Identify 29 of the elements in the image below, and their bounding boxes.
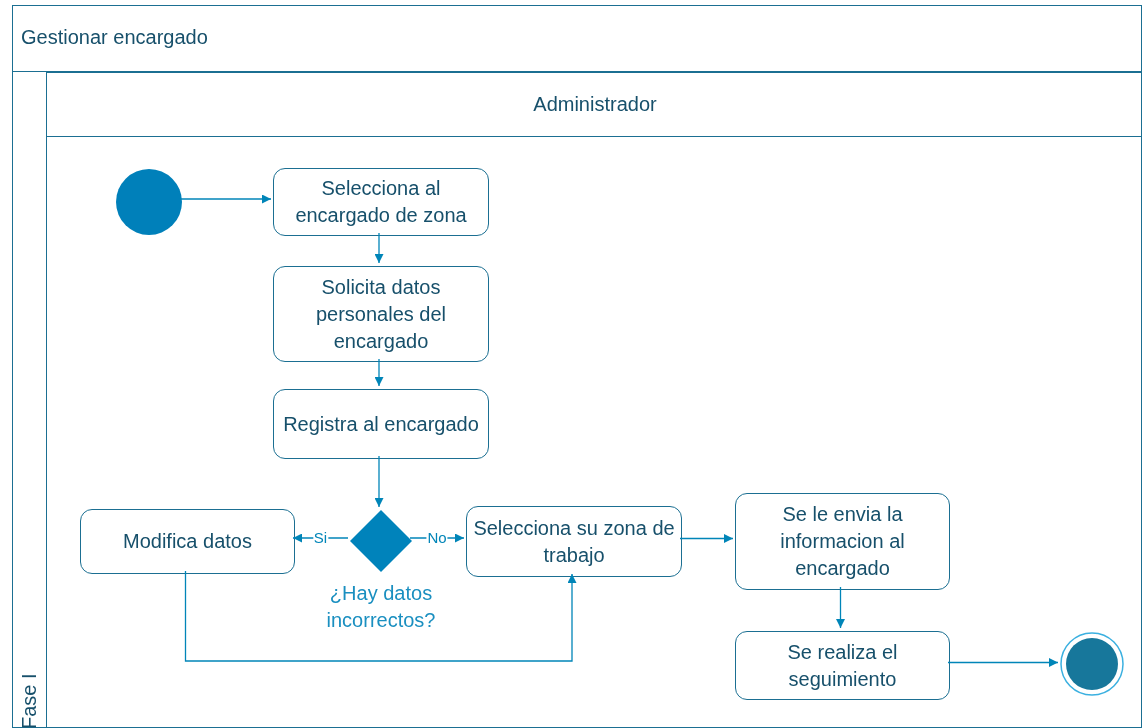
activity-text: Selecciona su zona de trabajo — [472, 515, 676, 568]
edge-label: No — [426, 530, 448, 546]
edge-label: Si — [312, 530, 329, 546]
activity-text: Selecciona al encargado de zona — [294, 176, 468, 228]
lane-title: Fase I — [17, 673, 41, 728]
end-node — [1060, 632, 1124, 696]
arrow — [679, 534, 734, 543]
activity-text: Se realiza el seguimiento — [786, 639, 899, 692]
activity-box — [273, 266, 489, 362]
arrow — [836, 586, 845, 629]
activity-box — [80, 509, 295, 574]
arrow — [374, 455, 384, 508]
arrow — [179, 194, 272, 204]
decision-label: ¿Hay datos incorrectos? — [325, 581, 437, 633]
pool-title: Gestionar encargado — [21, 26, 208, 49]
activity-text: Solicita datos personales del encargado — [314, 274, 448, 354]
arrow — [947, 658, 1059, 667]
activity-box — [735, 493, 950, 590]
arrow — [374, 358, 384, 387]
activity-box — [273, 168, 489, 236]
activity-text: Registra al encargado — [282, 411, 480, 437]
activity-text: Modifica datos — [122, 529, 253, 554]
activity-box — [466, 506, 682, 577]
lane-title: Administrador — [532, 93, 658, 116]
activity-text: Se le envia la informacion al encargado — [779, 502, 906, 581]
arrow — [184, 570, 577, 662]
activity-box — [273, 389, 489, 459]
activity-box — [735, 631, 950, 700]
arrow — [374, 232, 384, 264]
